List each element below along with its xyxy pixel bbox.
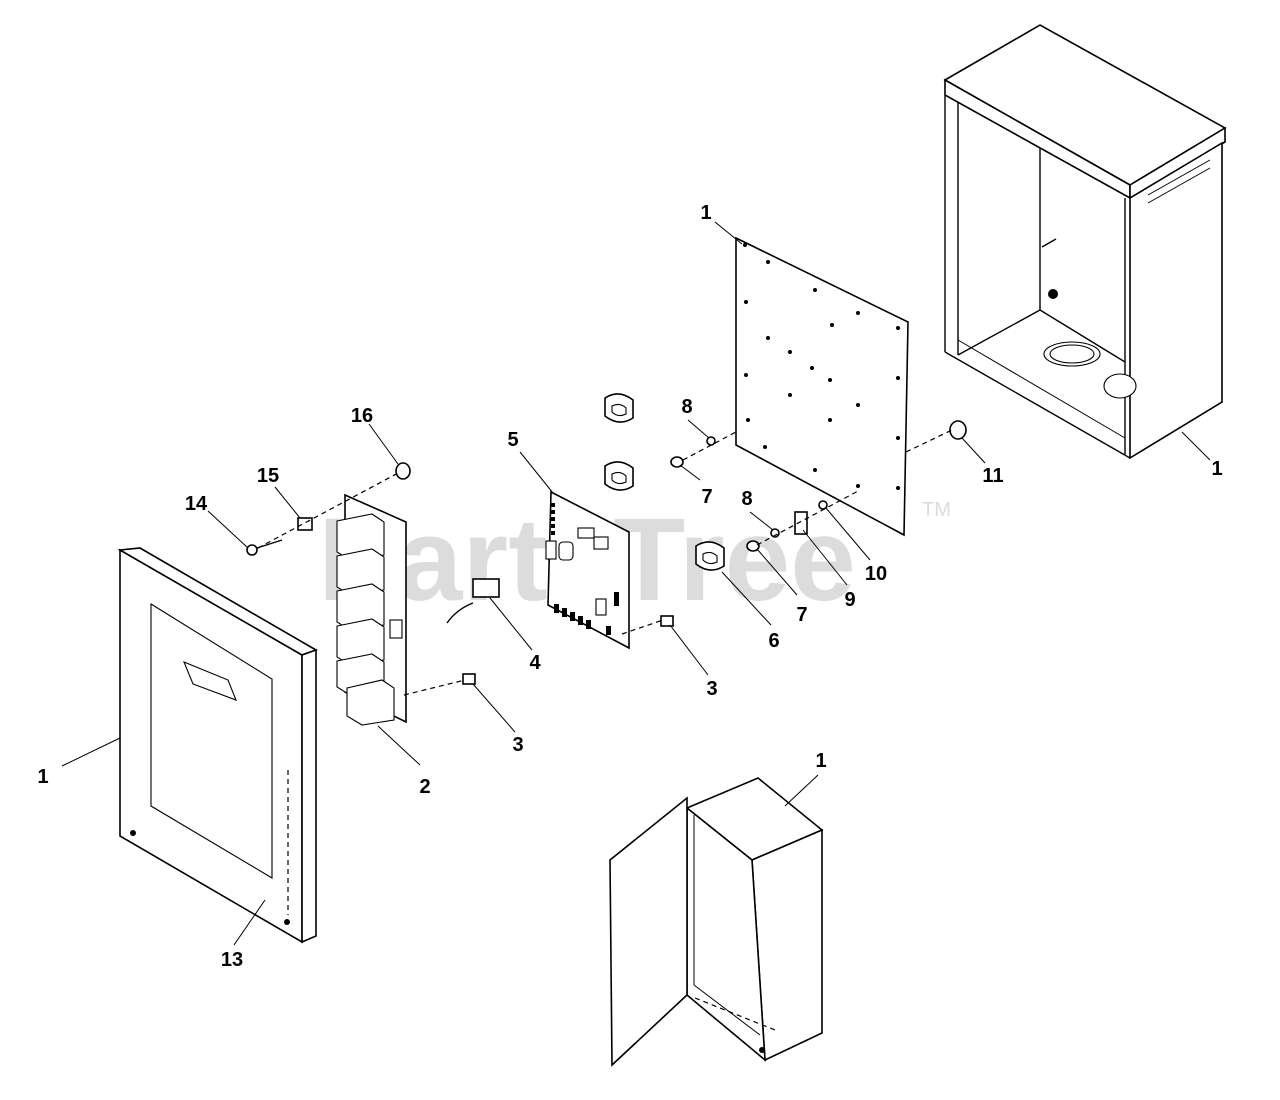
nut-icon <box>395 462 411 480</box>
callout-15: 15 <box>257 465 279 487</box>
screw-lower-icon <box>462 673 476 685</box>
back-panel <box>735 236 909 537</box>
callout-1-cabinet-bottom: 1 <box>815 750 826 772</box>
callout-4: 4 <box>529 652 541 674</box>
callout-3-lower: 3 <box>512 734 523 756</box>
callout-6: 6 <box>768 630 779 652</box>
callout-8-upper: 8 <box>681 396 692 418</box>
enclosure-box <box>943 24 1227 460</box>
callout-7-lower: 7 <box>796 604 807 626</box>
callout-1-door: 1 <box>37 766 48 788</box>
callout-8-lower: 8 <box>741 488 752 510</box>
terminal-block-icon <box>472 578 500 598</box>
callout-16: 16 <box>351 405 373 427</box>
grommet-icon <box>949 420 967 440</box>
callout-13: 13 <box>221 949 243 971</box>
callout-2: 2 <box>419 776 430 798</box>
callout-14: 14 <box>185 493 208 515</box>
relay-bracket <box>336 493 407 726</box>
callout-11: 11 <box>982 465 1003 487</box>
door-panel <box>117 547 318 944</box>
assembly-lines <box>257 429 953 696</box>
small-parts <box>246 393 967 685</box>
watermark-trademark: TM <box>922 499 951 521</box>
spacer-icon <box>297 517 313 531</box>
callout-7-upper: 7 <box>701 486 712 508</box>
callout-labels: 1 1 1 1 2 3 3 4 5 6 7 7 8 8 9 10 11 13 1… <box>37 202 1222 971</box>
screw-upper-icon <box>660 615 674 627</box>
control-board <box>545 490 630 650</box>
ground-lug-icon <box>794 511 808 535</box>
callout-5: 5 <box>507 429 518 451</box>
callout-10: 10 <box>865 563 887 585</box>
brand-logo-icon <box>182 660 237 701</box>
callout-9: 9 <box>844 589 855 611</box>
callout-1-back-panel: 1 <box>700 202 711 224</box>
callout-1-enclosure-top: 1 <box>1211 458 1222 480</box>
leader-lines <box>61 221 1211 946</box>
cabinet-open <box>609 777 824 1067</box>
screw-icon <box>246 544 258 556</box>
callout-3-upper: 3 <box>706 678 717 700</box>
